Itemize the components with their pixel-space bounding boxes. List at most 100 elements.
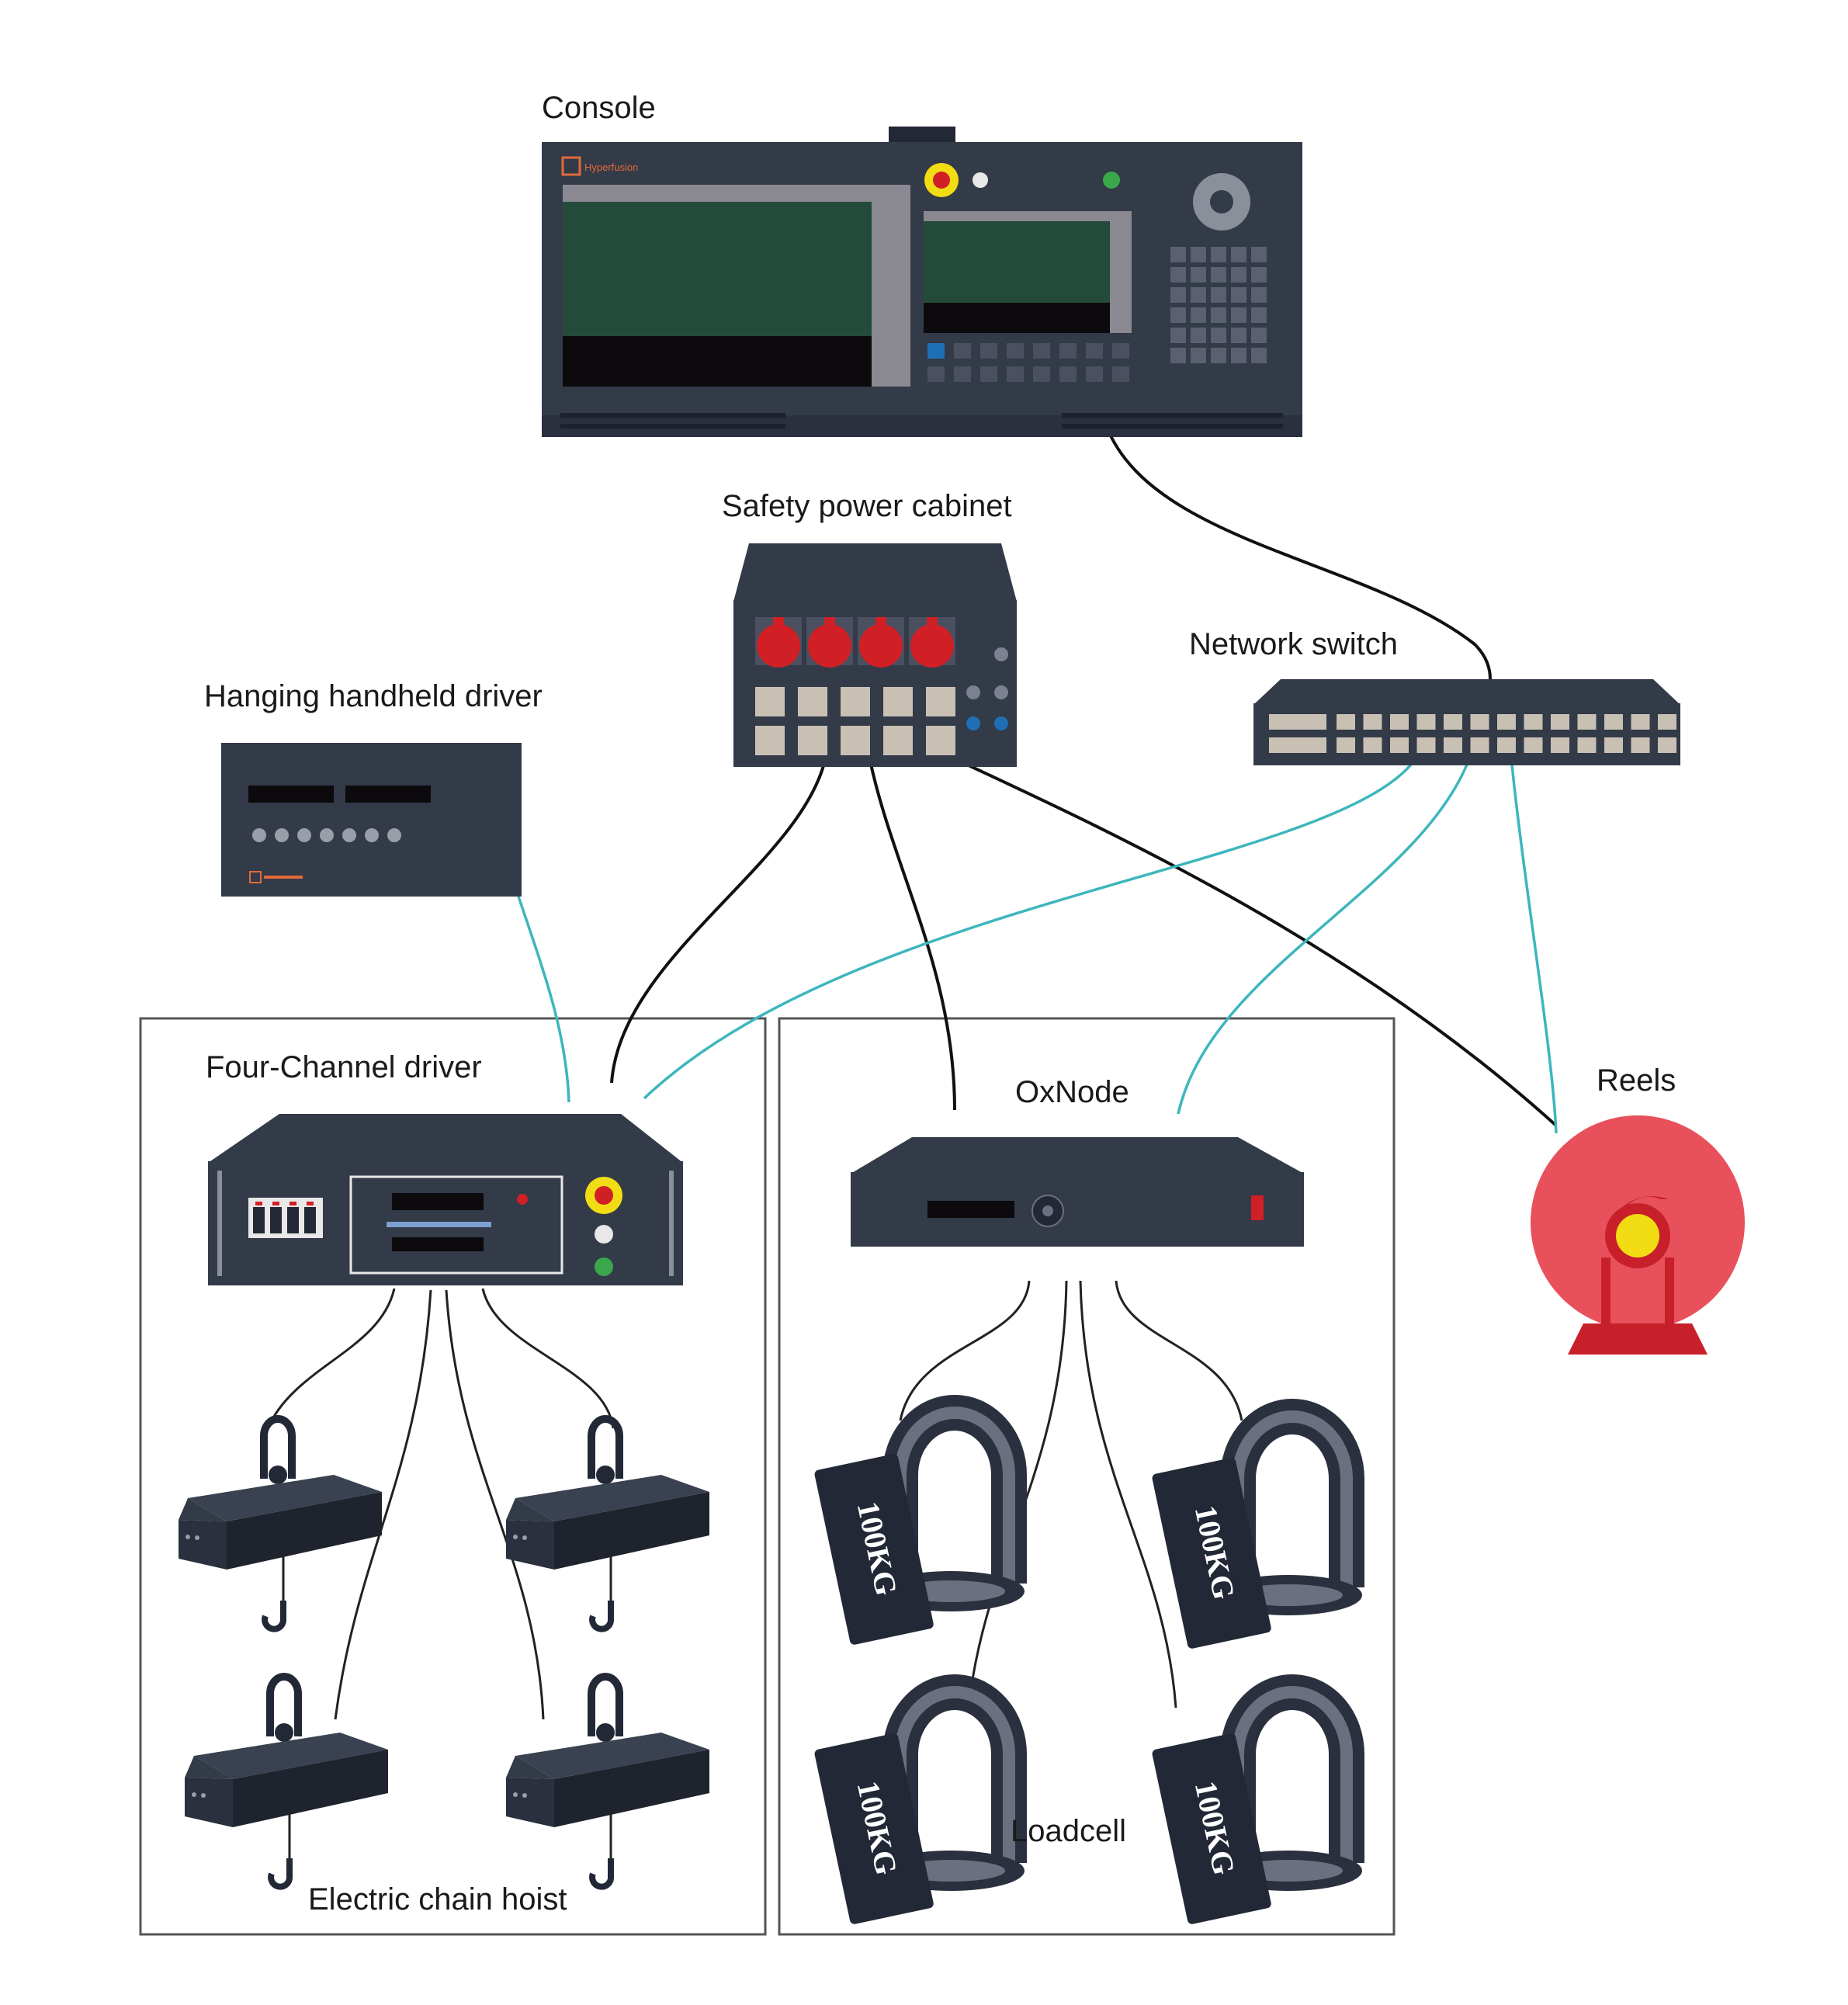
switch-top [1253, 679, 1680, 705]
cabinet-outlet [883, 687, 913, 716]
handheld-driver-device [221, 743, 522, 897]
console-key [954, 343, 971, 359]
handheld-button [297, 828, 311, 842]
keypad-key [1170, 247, 1186, 262]
keypad-key [1211, 328, 1226, 343]
four-channel-driver-device [208, 1114, 683, 1285]
console-handle [889, 127, 955, 144]
console-keypad [1170, 247, 1267, 363]
keypad-key [1231, 328, 1246, 343]
handheld-button [252, 828, 266, 842]
electric-chain-hoist [185, 1673, 388, 1890]
cable-switch-to-oxnode [1177, 764, 1468, 1115]
reel-base [1568, 1323, 1708, 1355]
cable-cabinet-to-reels [958, 759, 1558, 1127]
keypad-key [1251, 287, 1267, 303]
console-key [1112, 343, 1129, 359]
switch-port [1658, 714, 1676, 730]
cable-handheld-to-four-channel [517, 896, 570, 1103]
handheld-button [387, 828, 401, 842]
oxnode-body [851, 1172, 1304, 1247]
keypad-key [1231, 267, 1246, 283]
handheld-button [365, 828, 379, 842]
switch-port [1577, 714, 1597, 730]
keypad-key [1251, 348, 1267, 363]
cabinet-outlet [798, 687, 827, 716]
keypad-key [1191, 328, 1206, 343]
keypad-key [1170, 348, 1186, 363]
cabinet-top [733, 543, 1017, 602]
switch-port [1551, 714, 1569, 730]
keypad-key [1251, 247, 1267, 262]
brand-logo-icon [561, 156, 581, 176]
switch-port [1444, 714, 1462, 730]
electric-chain-hoist [506, 1415, 709, 1632]
label-hanging-handheld-driver: Hanging handheld driver [204, 679, 543, 713]
label-reels: Reels [1597, 1063, 1676, 1098]
keypad-key [1191, 348, 1206, 363]
console-key [1112, 366, 1129, 382]
label-console: Console [542, 91, 656, 125]
switch-port [1390, 737, 1409, 753]
keypad-key [1211, 307, 1226, 323]
switch-port [1363, 737, 1382, 753]
keypad-key [1231, 247, 1246, 262]
keypad-key [1191, 307, 1206, 323]
label-oxnode: OxNode [1015, 1075, 1129, 1109]
cable-switch-to-reels [1510, 764, 1558, 1134]
red-plug-icon [757, 624, 800, 668]
cabinet-outlet [926, 726, 955, 755]
network-switch-device [1253, 679, 1680, 765]
switch-port [1577, 737, 1597, 753]
cable-console-to-switch [1104, 422, 1492, 680]
console-key [1033, 366, 1050, 382]
switch-port [1470, 737, 1489, 753]
label-four-channel-driver: Four-Channel driver [206, 1050, 482, 1084]
keypad-key [1170, 328, 1186, 343]
console-main-screen [563, 202, 872, 338]
keypad-key [1191, 247, 1206, 262]
oxnode-top [851, 1137, 1304, 1174]
cable-cabinet-to-four-channel [610, 752, 828, 1084]
four-channel-top [208, 1114, 683, 1163]
channel-switch [253, 1207, 265, 1233]
cable-switch-to-four-channel [643, 763, 1413, 1100]
switch-port [1551, 737, 1569, 753]
red-plug-icon [808, 624, 851, 668]
console-key [1086, 343, 1103, 359]
loadcell: 100KG [1152, 1399, 1364, 1649]
cable-cabinet-to-oxnode [868, 756, 956, 1111]
reels-device [1531, 1115, 1745, 1355]
switch-port [1658, 737, 1676, 753]
switch-port [1337, 737, 1355, 753]
switch-body [1253, 703, 1680, 765]
power-cables [610, 422, 1558, 1127]
white-indicator-icon [973, 172, 988, 188]
cabinet-outlet [755, 726, 785, 755]
console-key [954, 366, 971, 382]
console-key [927, 343, 945, 359]
loadcell: 100KG [1152, 1674, 1364, 1924]
cabinet-outlet [841, 726, 870, 755]
console-device: Hyperfusion [542, 127, 1302, 437]
console-key [980, 343, 997, 359]
hoist-cables [266, 1288, 615, 1720]
handheld-buttons [252, 828, 401, 842]
label-network-switch: Network switch [1189, 627, 1398, 661]
switch-port [1416, 714, 1436, 730]
console-secondary-screen [924, 221, 1110, 303]
switch-port [1631, 737, 1650, 753]
console-key [927, 366, 945, 382]
channel-switch [287, 1207, 299, 1233]
cabinet-outlet [755, 687, 785, 716]
switch-port [1524, 737, 1543, 753]
handheld-button [342, 828, 356, 842]
switch-port [1497, 737, 1516, 753]
brand-logo-text: Hyperfusion [584, 161, 638, 173]
keypad-key [1231, 287, 1246, 303]
red-plug-icon [910, 624, 954, 668]
cabinet-outlets [755, 687, 955, 755]
four-channel-display-frame [349, 1175, 563, 1275]
console-key [1086, 366, 1103, 382]
